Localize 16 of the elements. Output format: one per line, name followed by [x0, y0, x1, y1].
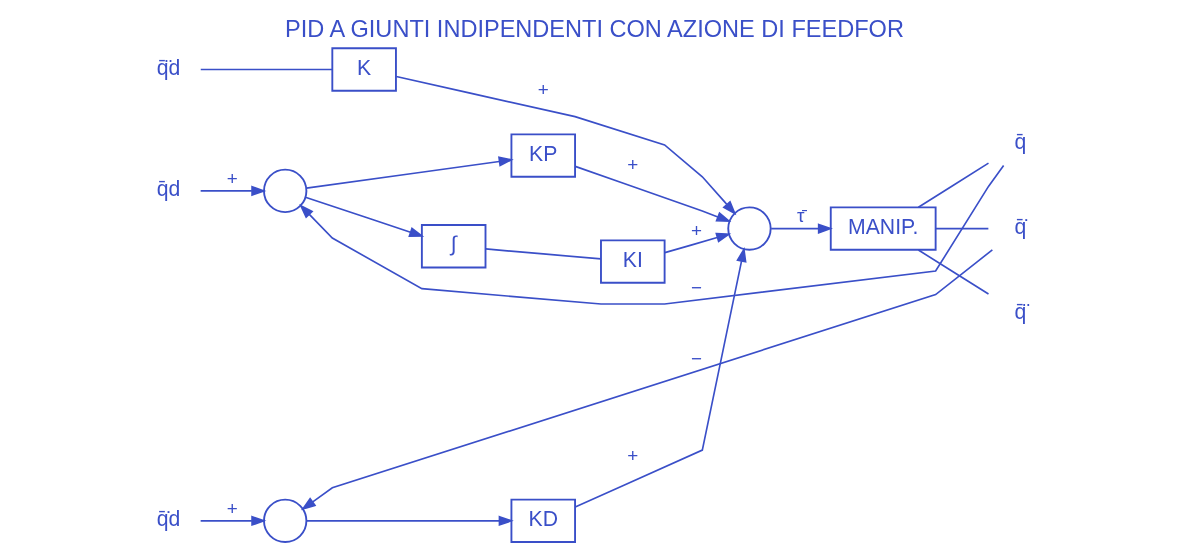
edge-label: −: [690, 348, 702, 370]
edge-label: +: [226, 497, 238, 519]
edge-label: +: [537, 79, 549, 101]
node-text: q̄d: [156, 177, 181, 201]
node-text: q̄̇: [1014, 214, 1027, 238]
node-text: q̄̇d: [156, 507, 181, 531]
diagram-title: PID A GIUNTI INDIPENDENTI CON AZIONE DI FEEDFOR: [285, 15, 904, 42]
node-text: q̄: [1014, 129, 1027, 153]
node-text: q̄̈: [1014, 299, 1027, 323]
edge-label: τ̄: [796, 205, 805, 227]
node-text: q̄̈d: [156, 55, 181, 79]
edge-label: +: [226, 167, 238, 189]
edge-label: −: [690, 277, 702, 299]
edge-label: +: [627, 153, 639, 175]
edge-label: +: [627, 444, 639, 466]
edge-label: +: [690, 219, 702, 241]
